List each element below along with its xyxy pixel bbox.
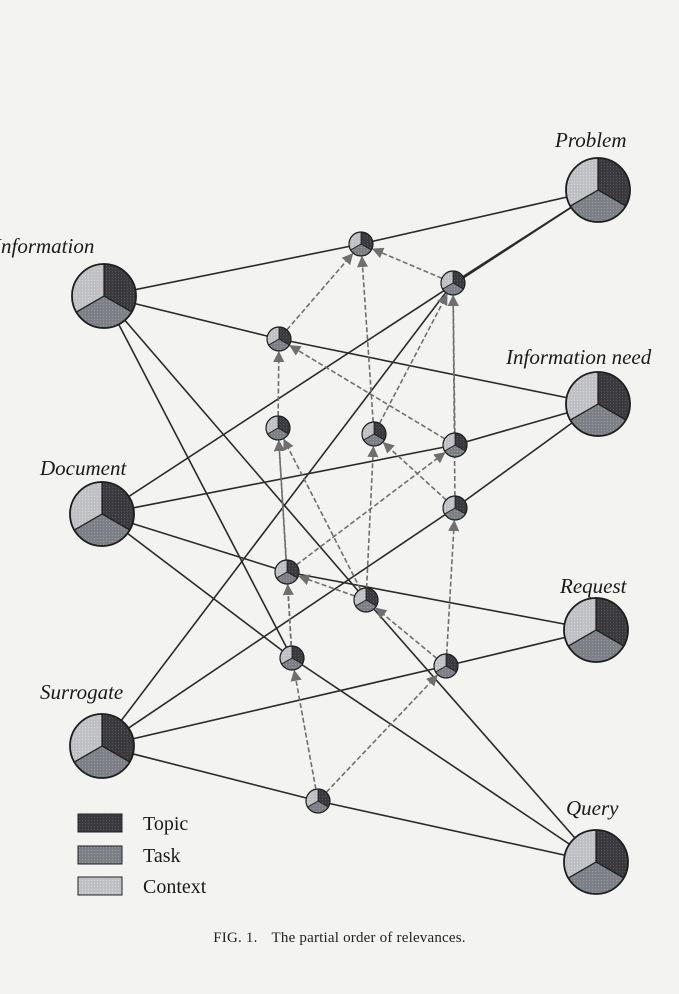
figure-caption: FIG. 1. The partial order of relevances. xyxy=(0,930,679,947)
pie-node-g xyxy=(442,495,468,521)
pie-b-outline xyxy=(440,270,466,296)
edge-l-query xyxy=(317,800,597,863)
figure-number: FIG. 1. xyxy=(213,930,258,946)
legend-label-task: Task xyxy=(143,845,181,867)
legend-swatch-topic xyxy=(77,813,123,833)
pie-node-h xyxy=(274,559,300,585)
pie-node-i xyxy=(353,587,379,613)
edge-surrogate-g xyxy=(101,507,456,747)
pie-f-outline xyxy=(442,432,468,458)
edge-i-query xyxy=(365,599,597,863)
pie-node-e xyxy=(361,421,387,447)
legend-swatch-task xyxy=(77,845,123,865)
pie-d-outline xyxy=(265,415,291,441)
edge-h-request xyxy=(286,571,597,631)
pie-node-b xyxy=(440,270,466,296)
edge-document-f xyxy=(101,444,456,515)
node-label-information: Information xyxy=(0,234,95,258)
pie-surrogate-outline xyxy=(69,713,135,779)
pie-node-information xyxy=(71,263,137,329)
arrow-k-i xyxy=(375,607,438,659)
pie-g-outline xyxy=(442,495,468,521)
arrow-g-b xyxy=(447,294,459,497)
edge-surrogate-l xyxy=(101,745,319,802)
pie-request-outline xyxy=(563,597,629,663)
edge-information-j xyxy=(103,295,293,659)
arrow-i-d xyxy=(283,438,362,590)
pie-i-outline xyxy=(353,587,379,613)
arrow-k-g xyxy=(445,519,460,655)
node-label-request: Request xyxy=(560,574,627,598)
edge-a-problem xyxy=(360,189,599,245)
edge-document-j xyxy=(101,513,293,659)
arrow-j-h xyxy=(282,583,294,647)
pie-node-surrogate xyxy=(69,713,135,779)
arrow-d-c xyxy=(273,350,285,417)
pie-node-d xyxy=(265,415,291,441)
pie-information-outline xyxy=(71,263,137,329)
pie-node-l xyxy=(305,788,331,814)
legend-label-topic: Topic xyxy=(143,813,189,835)
edge-information-i xyxy=(103,295,367,601)
pie-node-a xyxy=(348,231,374,257)
figure-caption-text: The partial order of relevances. xyxy=(271,930,466,946)
node-label-document: Document xyxy=(40,456,127,480)
solid-edges xyxy=(101,189,599,863)
edge-surrogate-k xyxy=(101,665,447,747)
pie-problem-outline xyxy=(565,157,631,223)
arrow-e-a xyxy=(356,255,374,423)
arrow-c-a xyxy=(286,252,354,331)
node-label-information-need: Information need xyxy=(506,345,652,369)
arrow-e-b xyxy=(378,293,448,424)
arrow-l-k xyxy=(325,674,438,793)
arrow-edges xyxy=(273,247,460,793)
pie-c-outline xyxy=(266,326,292,352)
pie-node-j xyxy=(279,645,305,671)
legend xyxy=(77,813,123,896)
pie-node-request xyxy=(563,597,629,663)
node-label-surrogate: Surrogate xyxy=(40,680,124,704)
pie-node-c xyxy=(266,326,292,352)
arrow-l-j xyxy=(290,669,317,790)
edge-surrogate-b xyxy=(101,282,454,747)
pie-l-outline xyxy=(305,788,331,814)
pie-node-document xyxy=(69,481,135,547)
pie-infoneed-outline xyxy=(565,371,631,437)
pie-node-infoneed xyxy=(565,371,631,437)
arrow-i-h xyxy=(298,574,355,597)
pie-h-outline xyxy=(274,559,300,585)
edge-information-a xyxy=(103,243,362,297)
arrow-g-e xyxy=(382,442,447,501)
pie-a-outline xyxy=(348,231,374,257)
arrow-i-e xyxy=(365,445,379,589)
pie-k-outline xyxy=(433,653,459,679)
legend-label-context: Context xyxy=(143,876,207,898)
pie-node-problem xyxy=(565,157,631,223)
node-label-problem: Problem xyxy=(555,128,627,152)
arrow-f-c xyxy=(289,345,446,440)
edge-j-query xyxy=(291,657,597,863)
legend-swatch-context xyxy=(77,876,123,896)
arrow-b-a xyxy=(371,247,443,280)
pie-nodes xyxy=(69,157,631,895)
node-label-query: Query xyxy=(566,796,619,820)
edge-c-infoneed xyxy=(278,338,599,405)
pie-j-outline xyxy=(279,645,305,671)
pie-e-outline xyxy=(361,421,387,447)
pie-node-query xyxy=(563,829,629,895)
pie-document-outline xyxy=(69,481,135,547)
edge-document-problem xyxy=(101,189,599,515)
pie-node-f xyxy=(442,432,468,458)
pie-node-k xyxy=(433,653,459,679)
pie-query-outline xyxy=(563,829,629,895)
